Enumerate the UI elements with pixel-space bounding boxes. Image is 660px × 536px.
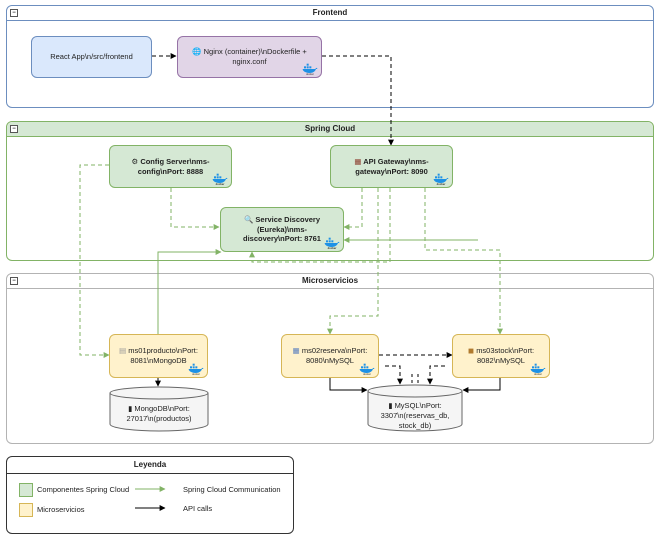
docker-text: docker — [437, 182, 446, 185]
mysql-label: ▮ MySQL\nPort: 3307\n(reservas_db, stock… — [367, 401, 463, 430]
legend: Leyenda Componentes Spring Cloud Microse… — [6, 456, 294, 534]
edge-ms02-mysql — [329, 378, 368, 393]
docker-icon: docker — [324, 237, 340, 249]
spring-cloud-group-title: Spring Cloud — [304, 124, 356, 133]
docker-text: docker — [192, 372, 200, 375]
eureka-text: Service Discovery (Eureka)\nms-discovery… — [243, 214, 321, 244]
docker-icon: docker — [212, 173, 228, 185]
nginx-label: 🌐 Nginx (container)\nDockerfile + nginx.… — [186, 47, 313, 67]
nginx-node[interactable]: 🌐 Nginx (container)\nDockerfile + nginx.… — [177, 36, 322, 78]
collapse-icon[interactable]: − — [10, 125, 18, 133]
docker-text: docker — [328, 246, 337, 249]
frontend-group-title: Frontend — [312, 8, 348, 17]
legend-green-swatch — [19, 483, 33, 497]
mongodb-text: MongoDB\nPort: 27017\n(productos) — [126, 404, 192, 423]
ms03-text: ms03stock\nPort: 8082\nMySQL — [476, 346, 535, 365]
legend-arrows — [135, 486, 166, 511]
collapse-icon[interactable]: − — [10, 277, 18, 285]
database-cylinder — [109, 386, 209, 432]
package-icon: ◼ — [467, 346, 475, 356]
edge-gateway-ms02 — [327, 188, 379, 335]
api-gateway-label: ▦ API Gateway\nms-gateway\nPort: 8090 — [339, 157, 444, 177]
edge-config-eureka — [170, 188, 220, 230]
mysql-database[interactable]: ▮ MySQL\nPort: 3307\n(reservas_db, stock… — [367, 384, 463, 432]
box-icon: ▤ — [119, 346, 127, 356]
api-gateway-node[interactable]: ▦ API Gateway\nms-gateway\nPort: 8090 do… — [330, 145, 453, 188]
ms02-reserva-node[interactable]: ▦ ms02reserva\nPort: 8080\nMySQL docker — [281, 334, 379, 378]
ms02-text: ms02reserva\nPort: 8080\nMySQL — [301, 346, 368, 365]
nginx-text: Nginx (container)\nDockerfile + nginx.co… — [203, 47, 307, 66]
legend-yellow-swatch — [19, 503, 33, 517]
api-gateway-text: API Gateway\nms-gateway\nPort: 8090 — [355, 156, 429, 176]
ms01-label: ▤ ms01producto\nPort: 8081\nMongoDB — [118, 346, 199, 366]
docker-icon: docker — [188, 363, 204, 375]
config-server-node[interactable]: ⚙ Config Server\nms-config\nPort: 8888 d… — [109, 145, 232, 188]
database-cylinder — [367, 384, 463, 432]
react-app-label: React App\n/src/frontend — [50, 52, 133, 62]
docker-text: docker — [363, 372, 371, 375]
legend-green-arrow-label: Spring Cloud Communication — [183, 485, 281, 494]
legend-yellow-label: Microservicios — [37, 505, 85, 514]
calendar-icon: ▦ — [292, 346, 300, 356]
config-server-label: ⚙ Config Server\nms-config\nPort: 8888 — [118, 157, 223, 177]
collapse-icon[interactable]: − — [10, 9, 18, 17]
react-app-node[interactable]: React App\n/src/frontend — [31, 36, 152, 78]
edge-config-ms01 — [79, 164, 110, 358]
docker-icon: docker — [433, 173, 449, 185]
ms01-text: ms01producto\nPort: 8081\nMongoDB — [128, 346, 198, 365]
docker-text: docker — [216, 182, 225, 185]
docker-icon: docker — [302, 63, 318, 75]
ms02-label: ▦ ms02reserva\nPort: 8080\nMySQL — [290, 346, 370, 366]
legend-title: Leyenda — [7, 457, 293, 474]
globe-icon: 🌐 — [192, 47, 202, 57]
config-server-text: Config Server\nms-config\nPort: 8888 — [137, 156, 210, 176]
gateway-icon: ▦ — [354, 156, 362, 166]
database-icon: ▮ — [128, 404, 133, 413]
spring-cloud-group: − Spring Cloud — [6, 121, 654, 261]
edge-nginx-gateway — [322, 55, 394, 146]
spring-cloud-group-header: − Spring Cloud — [7, 122, 653, 137]
edge-ms03-mysql-2 — [427, 365, 445, 385]
edge-ms01-eureka — [157, 249, 222, 334]
edge-ms02-eureka — [249, 188, 391, 263]
frontend-group-header: − Frontend — [7, 6, 653, 21]
microservicios-group-header: − Microservicios — [7, 274, 653, 289]
edge-ms03-mysql — [462, 378, 501, 393]
mongodb-label: ▮ MongoDB\nPort: 27017\n(productos) — [109, 404, 209, 424]
edge-mysql-internal — [411, 374, 419, 384]
ms01-producto-node[interactable]: ▤ ms01producto\nPort: 8081\nMongoDB dock… — [109, 334, 208, 378]
legend-black-arrow-label: API calls — [183, 504, 213, 513]
edge-ms02-mysql-2 — [385, 365, 403, 385]
eureka-node[interactable]: 🔍 Service Discovery (Eureka)\nms-discove… — [220, 207, 344, 252]
docker-icon: docker — [359, 363, 375, 375]
mysql-text: MySQL\nPort: 3307\n(reservas_db, stock_d… — [380, 401, 450, 430]
legend-green-label: Componentes Spring Cloud — [37, 485, 130, 494]
microservicios-group-title: Microservicios — [301, 276, 359, 285]
ms03-label: ◼ ms03stock\nPort: 8082\nMySQL — [461, 346, 541, 366]
edge-gateway-ms03 — [424, 188, 503, 335]
gear-icon: ⚙ — [131, 156, 139, 166]
edge-gateway-eureka — [343, 188, 363, 230]
search-icon: 🔍 — [243, 214, 254, 224]
docker-text: docker — [534, 372, 542, 375]
ms03-stock-node[interactable]: ◼ ms03stock\nPort: 8082\nMySQL docker — [452, 334, 550, 378]
eureka-label: 🔍 Service Discovery (Eureka)\nms-discove… — [229, 215, 335, 244]
mongodb-database[interactable]: ▮ MongoDB\nPort: 27017\n(productos) — [109, 386, 209, 432]
database-icon: ▮ — [388, 401, 393, 410]
docker-icon: docker — [530, 363, 546, 375]
docker-text: docker — [306, 72, 314, 75]
